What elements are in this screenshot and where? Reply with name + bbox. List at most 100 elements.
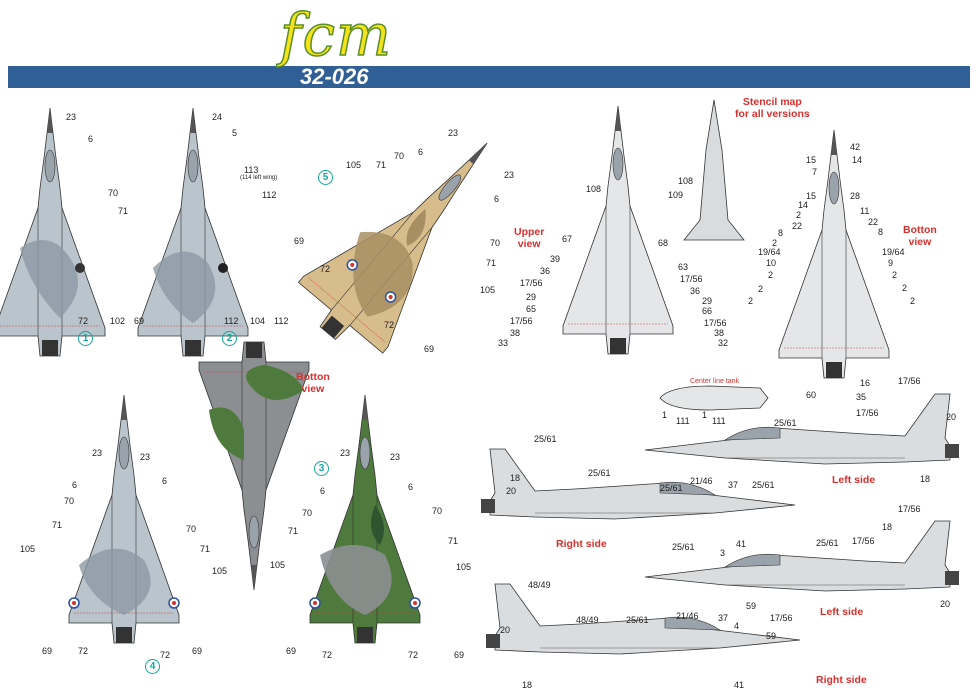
callout: 69	[134, 316, 145, 326]
callout: 3	[720, 548, 726, 558]
callout: 6	[72, 480, 78, 490]
callout: 72	[384, 320, 395, 330]
callout: 20	[940, 599, 951, 609]
callout: 72	[160, 650, 171, 660]
callout: 17/56	[704, 318, 727, 328]
callout: 22	[792, 221, 803, 231]
callout: 9	[888, 258, 894, 268]
callout: 70	[490, 238, 501, 248]
callout: 71	[376, 160, 387, 170]
callout: 70	[64, 496, 75, 506]
callout: 24	[212, 112, 223, 122]
callout: 42	[850, 142, 861, 152]
callout: 15	[806, 155, 817, 165]
callout: 70	[186, 524, 197, 534]
callout: 35	[856, 392, 867, 402]
callout: 23	[390, 452, 401, 462]
callout: 72	[408, 650, 419, 660]
callout: 70	[394, 151, 405, 161]
callout: 14	[852, 155, 863, 165]
callout: 25/61	[672, 542, 695, 552]
callout: 1	[662, 410, 668, 420]
callout: 23	[504, 170, 515, 180]
callout: 4	[734, 621, 740, 631]
callout: 2	[902, 283, 908, 293]
center-line-tank-title: Center line tank	[690, 378, 740, 385]
callout: 72	[322, 650, 333, 660]
stencil-map-title: Stencil map for all versions	[735, 96, 810, 120]
callout: 111	[712, 416, 726, 426]
callout: 36	[540, 266, 551, 276]
callout: 41	[734, 680, 745, 690]
callout: 23	[448, 128, 459, 138]
callout: 28	[850, 191, 861, 201]
callout: 105	[270, 560, 286, 570]
callout: 23	[92, 448, 103, 458]
callout: 68	[658, 238, 669, 248]
callout: 2	[910, 296, 916, 306]
callout: 25/61	[534, 434, 557, 444]
callout: 36	[690, 286, 701, 296]
callout: 14	[798, 200, 809, 210]
callout: 2	[892, 270, 898, 280]
callout: 37	[728, 480, 739, 490]
callout: 67	[562, 234, 573, 244]
callout: 17/56	[856, 408, 879, 418]
callout: 59	[746, 601, 757, 611]
left-side-title-2: Left side	[820, 606, 864, 618]
callout: 69	[454, 650, 465, 660]
callout: 6	[494, 194, 500, 204]
callout: 25/61	[626, 615, 649, 625]
version-marker-2: 2	[222, 331, 237, 346]
callout: 104	[250, 316, 266, 326]
callout: 15	[806, 191, 817, 201]
callout: 39	[550, 254, 561, 264]
version-marker-4: 4	[145, 659, 160, 674]
left-side-view-2	[644, 520, 960, 592]
callout: 63	[678, 262, 689, 272]
callout: 17/56	[680, 274, 703, 284]
callout: 37	[718, 613, 729, 623]
callout: 6	[418, 147, 424, 157]
callout: 6	[88, 134, 94, 144]
callout: 19/64	[758, 247, 781, 257]
callout: 18	[882, 522, 893, 532]
callout: 109	[668, 190, 684, 200]
stencil-bottom-view	[778, 129, 890, 379]
callout: 70	[108, 188, 119, 198]
callout: 20	[500, 625, 511, 635]
callout: 48/49	[576, 615, 599, 625]
callout: 69	[294, 236, 305, 246]
callout: 59	[766, 631, 777, 641]
callout: 69	[286, 646, 297, 656]
callout: 21/46	[676, 611, 699, 621]
callout: 72	[320, 264, 331, 274]
callout: 10	[766, 258, 777, 268]
callout: 71	[52, 520, 63, 530]
callout: 71	[118, 206, 129, 216]
callout: 18	[522, 680, 533, 690]
callout: 72	[78, 316, 89, 326]
callout: 69	[192, 646, 203, 656]
callout: 2	[748, 296, 754, 306]
callout: 71	[200, 544, 211, 554]
aircraft-2-top-view	[137, 107, 249, 357]
callout: 2	[796, 210, 802, 220]
callout: 17/56	[852, 536, 875, 546]
callout: 11	[860, 206, 870, 216]
callout: 69	[424, 344, 435, 354]
callout: 71	[288, 526, 299, 536]
callout: 5	[232, 128, 238, 138]
stencil-upper-view	[562, 105, 674, 355]
callout: 41	[736, 539, 747, 549]
right-side-title-1: Right side	[556, 538, 607, 550]
callout: 60	[806, 390, 817, 400]
callout: 108	[678, 176, 694, 186]
callout: 25/61	[588, 468, 611, 478]
callout: 18	[920, 474, 931, 484]
callout: 112	[262, 190, 277, 200]
aircraft-5-top-view	[285, 107, 530, 369]
callout: 17/56	[898, 376, 921, 386]
callout: 2	[772, 238, 778, 248]
callout: 71	[448, 536, 459, 546]
